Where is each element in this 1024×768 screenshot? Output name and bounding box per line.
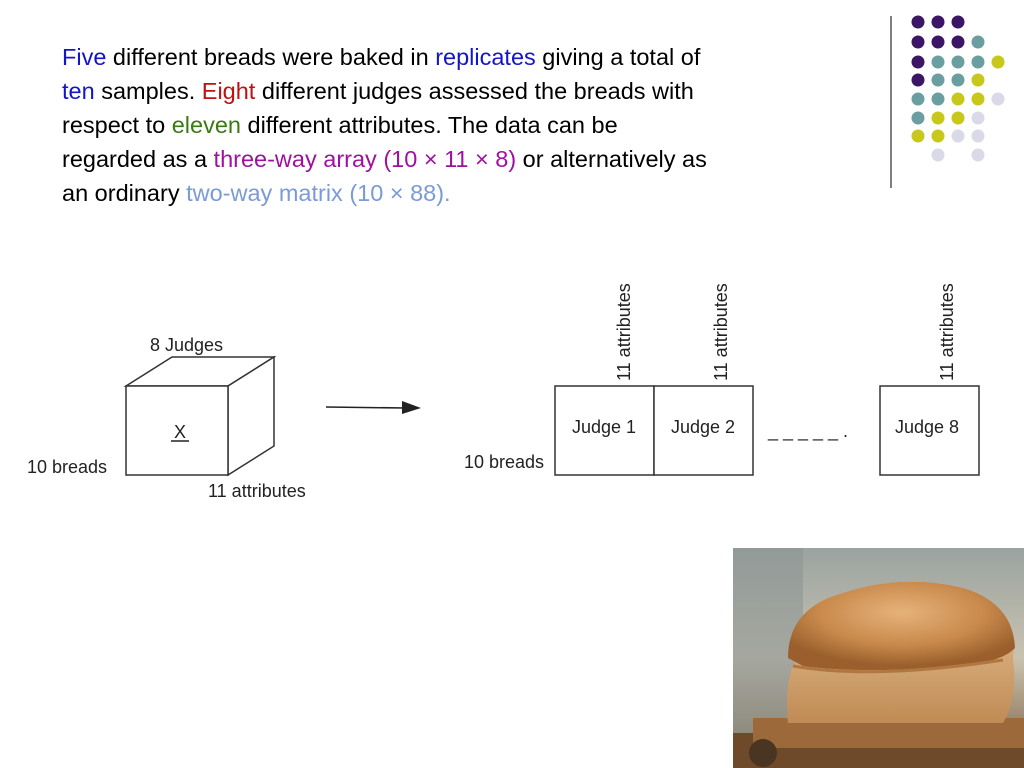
- text-run: two-way matrix (10 × 88).: [186, 180, 451, 206]
- text-run: ten: [62, 78, 95, 104]
- decorative-dot: [931, 129, 945, 143]
- decorative-dot: [911, 73, 925, 87]
- text-run: giving a total of: [535, 44, 701, 70]
- decorative-dot: [951, 92, 965, 106]
- text-run: different attributes. The data can be: [240, 112, 618, 138]
- divider-line: [890, 16, 892, 188]
- text-run: an ordinary: [62, 180, 187, 206]
- cube-3d: [123, 355, 277, 477]
- decorative-dot: [911, 35, 925, 49]
- decorative-dot: [971, 111, 985, 125]
- decorative-dot: [931, 35, 945, 49]
- block-attr-label: 11 attributes: [711, 283, 731, 381]
- cube-bottom-label: 11 attributes: [208, 481, 306, 501]
- block-attr-label: 11 attributes: [614, 283, 634, 381]
- judge-label: Judge 8: [895, 417, 959, 437]
- text-run: or alternatively as: [516, 146, 707, 172]
- judge-label: Judge 1: [572, 417, 636, 437]
- decorative-dot: [911, 92, 925, 106]
- cube-left-label: 10 breads: [27, 457, 107, 477]
- decorative-dot: [911, 15, 925, 29]
- text-run: respect to: [62, 112, 172, 138]
- matrix-block-judge-1: [554, 385, 655, 476]
- matrix-blocks: [554, 385, 980, 476]
- decorative-dot: [971, 35, 985, 49]
- decorative-dot: [951, 15, 965, 29]
- decorative-dot-grid: [911, 15, 1005, 162]
- decorative-dot: [951, 55, 965, 69]
- text-run: different breads were baked in: [106, 44, 436, 70]
- text-run: different judges assessed the breads wit…: [255, 78, 694, 104]
- decorative-dot: [991, 92, 1005, 106]
- text-run: eleven: [171, 112, 241, 138]
- decorative-dot: [931, 148, 945, 162]
- cube-top-label: 8 Judges: [150, 335, 223, 355]
- decorative-dot: [971, 92, 985, 106]
- decorative-dot: [971, 73, 985, 87]
- decorative-dot: [931, 92, 945, 106]
- decorative-dot: [971, 55, 985, 69]
- text-run: samples.: [94, 78, 202, 104]
- decorative-dot: [911, 129, 925, 143]
- decorative-dot: [971, 148, 985, 162]
- text-run: Five: [62, 44, 107, 70]
- decorative-dot: [911, 55, 925, 69]
- decorative-dot: [951, 111, 965, 125]
- judge-label: Judge 2: [671, 417, 735, 437]
- matrix-block-judge-2: [653, 385, 754, 476]
- decorative-dot: [951, 129, 965, 143]
- text-run: regarded as a: [62, 146, 214, 172]
- decorative-dot: [971, 129, 985, 143]
- decorative-dot: [911, 111, 925, 125]
- text-run: three-way array (10 × 11 × 8): [213, 146, 517, 172]
- matrix-block-judge-8: [879, 385, 980, 476]
- intro-paragraph: Five different breads were baked in repl…: [62, 40, 862, 210]
- matrix-ellipsis: _ _ _ _ _ .: [767, 421, 848, 442]
- block-attr-label: 11 attributes: [937, 283, 957, 381]
- decorative-dot: [931, 73, 945, 87]
- decorative-dot: [951, 35, 965, 49]
- decorative-dot: [931, 55, 945, 69]
- cube-front-face: [125, 385, 229, 476]
- decorative-dot: [931, 111, 945, 125]
- cube-center-label: X: [174, 422, 186, 442]
- text-run: replicates: [435, 44, 536, 70]
- arrow-icon: [325, 401, 421, 414]
- decorative-dot: [931, 15, 945, 29]
- matrix-left-label: 10 breads: [464, 452, 544, 472]
- decorative-dot: [951, 73, 965, 87]
- bread-photo: [733, 548, 1024, 768]
- text-run: Eight: [201, 78, 256, 104]
- decorative-dot: [991, 55, 1005, 69]
